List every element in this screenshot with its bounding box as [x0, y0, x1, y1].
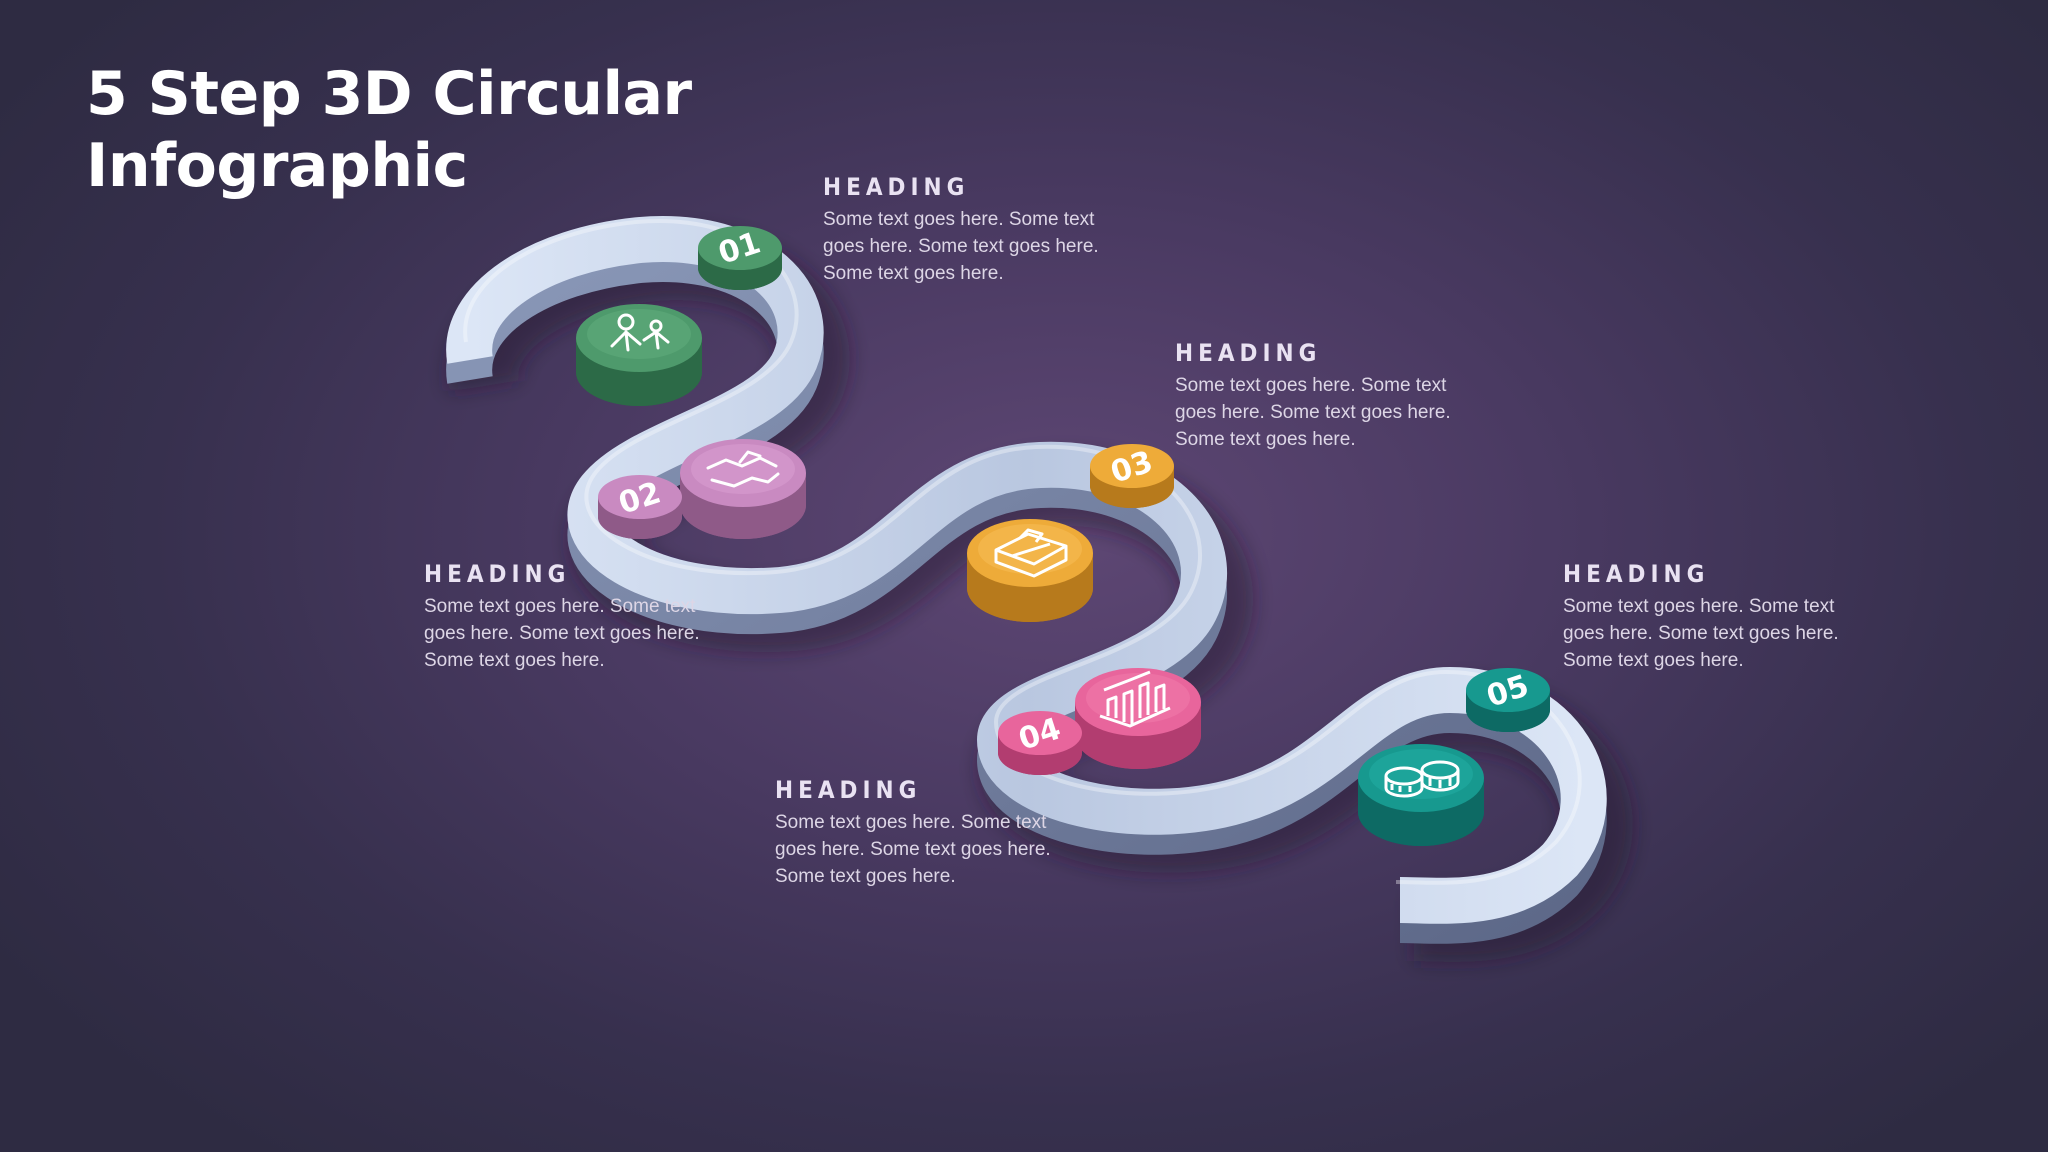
- title-line-2: Infographic: [86, 131, 468, 201]
- step-05-line-3: Some text goes here.: [1563, 650, 1744, 671]
- step-03-number-disc: 03: [1090, 444, 1174, 508]
- step-04-icon-disc: [1075, 668, 1201, 769]
- step-04-number-disc: 04: [998, 711, 1082, 775]
- step-02-icon-disc: [680, 439, 806, 539]
- coins-icon: [1384, 760, 1460, 798]
- step-04-line-2: goes here. Some text goes here.: [775, 839, 1051, 860]
- page-title: 5 Step 3D Circular Infographic: [86, 58, 692, 202]
- title-line-1: 5 Step 3D Circular: [86, 59, 692, 129]
- briefcase-icon: [994, 528, 1068, 578]
- step-05-icon-disc: [1358, 744, 1484, 846]
- step-01-icon-disc: [576, 304, 702, 406]
- step-05-line-2: goes here. Some text goes here.: [1563, 623, 1839, 644]
- step-05-description: Some text goes here. Some text goes here…: [1563, 593, 1839, 674]
- step-01-description: Some text goes here. Some text goes here…: [823, 206, 1099, 287]
- step-04-group: 04: [998, 668, 1201, 775]
- handshake-icon: [706, 450, 780, 488]
- step-02-description: Some text goes here. Some text goes here…: [424, 593, 700, 674]
- step-03-line-2: goes here. Some text goes here.: [1175, 402, 1451, 423]
- step-03-description: Some text goes here. Some text goes here…: [1175, 372, 1451, 453]
- step-04-line-3: Some text goes here.: [775, 866, 956, 887]
- step-03-text-block: HEADING Some text goes here. Some text g…: [1175, 338, 1451, 453]
- step-03-group: 03: [967, 444, 1174, 622]
- bar-chart-icon: [1099, 670, 1171, 728]
- step-03-icon-disc: [967, 519, 1093, 622]
- step-04-heading: HEADING: [775, 776, 922, 804]
- step-02-text-block: HEADING Some text goes here. Some text g…: [424, 559, 700, 674]
- step-01-line-3: Some text goes here.: [823, 263, 1004, 284]
- step-02-line-3: Some text goes here.: [424, 650, 605, 671]
- step-05-heading: HEADING: [1563, 560, 1710, 588]
- step-02-number-disc: 02: [598, 475, 682, 539]
- step-01-number-disc: 01: [698, 225, 782, 290]
- step-03-heading: HEADING: [1175, 339, 1322, 367]
- step-03-line-3: Some text goes here.: [1175, 429, 1356, 450]
- step-05-text-block: HEADING Some text goes here. Some text g…: [1563, 559, 1839, 674]
- step-05-group: 05: [1358, 668, 1550, 846]
- step-04-line-1: Some text goes here. Some text: [775, 812, 1047, 833]
- step-04-description: Some text goes here. Some text goes here…: [775, 809, 1051, 890]
- step-02-line-2: goes here. Some text goes here.: [424, 623, 700, 644]
- step-02-heading: HEADING: [424, 560, 571, 588]
- step-05-line-1: Some text goes here. Some text: [1563, 596, 1835, 617]
- step-02-line-1: Some text goes here. Some text: [424, 596, 696, 617]
- step-01-line-2: goes here. Some text goes here.: [823, 236, 1099, 257]
- step-01-line-1: Some text goes here. Some text: [823, 209, 1095, 230]
- step-01-group: 01: [576, 225, 782, 406]
- step-05-number-disc: 05: [1466, 668, 1550, 732]
- step-04-text-block: HEADING Some text goes here. Some text g…: [775, 775, 1051, 890]
- step-01-text-block: HEADING Some text goes here. Some text g…: [823, 172, 1099, 287]
- step-03-line-1: Some text goes here. Some text: [1175, 375, 1447, 396]
- step-02-group: 02: [598, 439, 806, 539]
- step-01-heading: HEADING: [823, 173, 970, 201]
- team-growth-icon: [610, 313, 670, 352]
